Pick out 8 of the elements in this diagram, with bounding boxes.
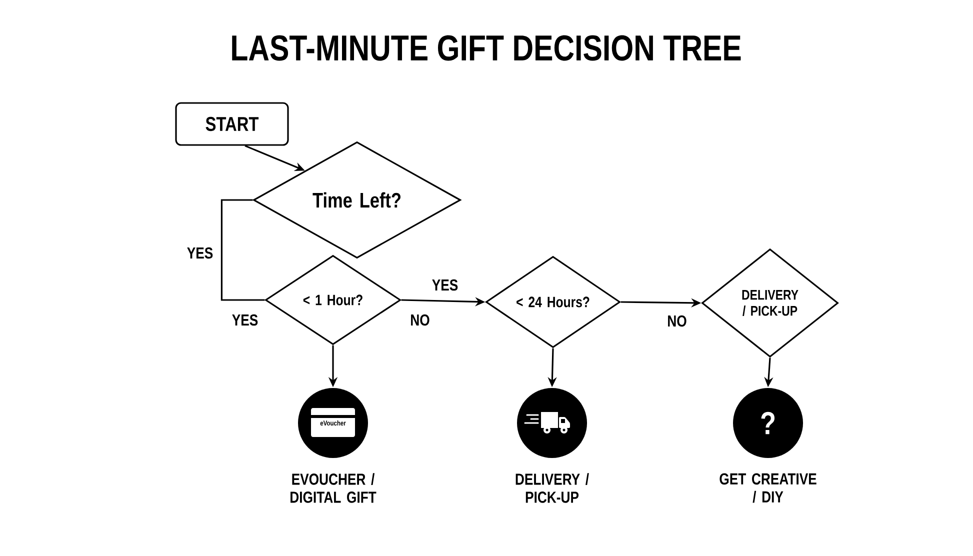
start-box: START [175, 102, 289, 146]
result-label: GET CREATIVE / DIY [720, 473, 816, 503]
result-label: DELIVERY / PICK-UP [516, 473, 589, 503]
edge-label: NO [666, 314, 688, 328]
title: LAST-MINUTE GIFT DECISION TREE [232, 35, 741, 61]
truck-icon [517, 388, 587, 458]
branch-label: NO [409, 313, 431, 327]
result-label: EVOUCHER / DIGITAL GIFT [290, 473, 376, 503]
